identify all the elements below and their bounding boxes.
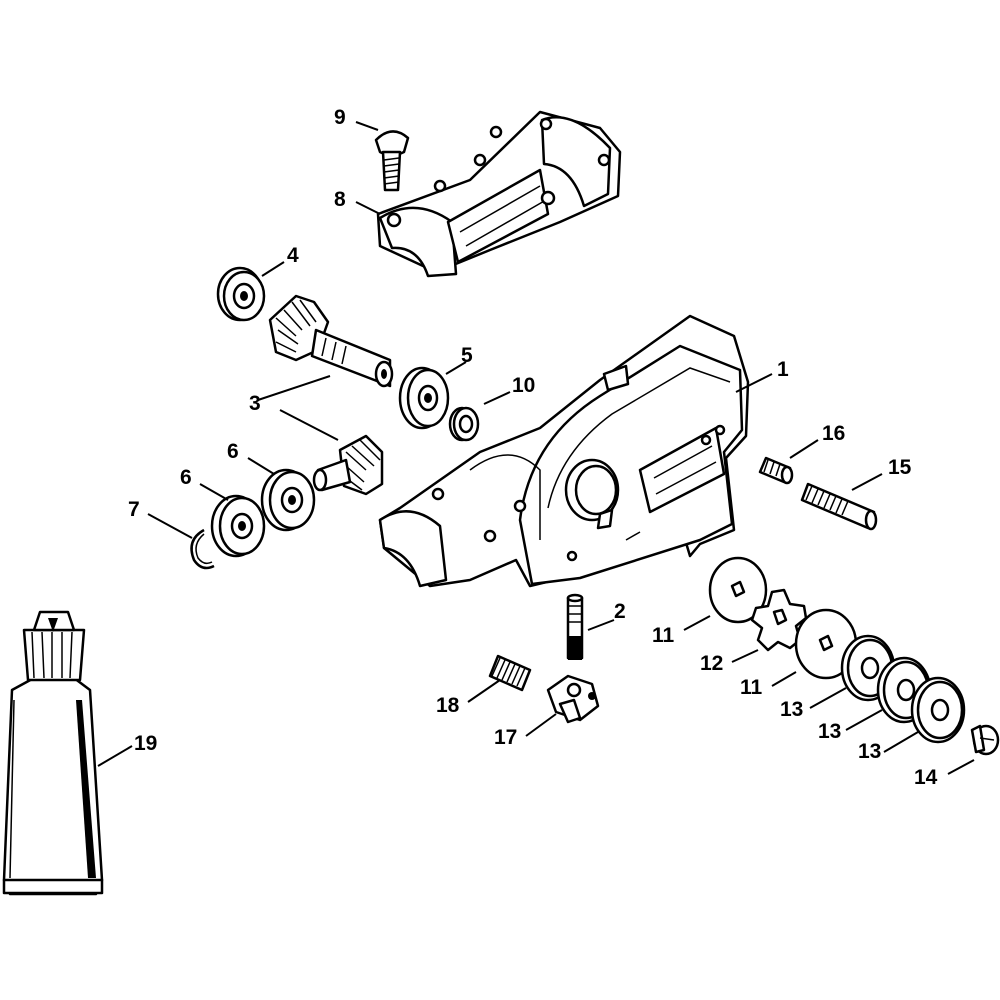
part-1-gear-housing	[378, 314, 750, 588]
part-5-bearing	[398, 366, 450, 430]
callouts: 9 8 4 5 10 3 1 16 15 6 6 7 2 11 12 11 13…	[128, 106, 938, 789]
part-12-sprocket	[750, 588, 808, 652]
part-10-sleeve	[448, 406, 480, 442]
leader-lines	[97, 121, 975, 775]
part-16-stud	[758, 456, 794, 485]
part-9-screw	[374, 130, 410, 192]
part-11-washer-a	[708, 556, 768, 624]
part-18-spring	[488, 654, 532, 692]
part-15-stud	[800, 482, 878, 531]
callout-11-upper: 11	[652, 624, 675, 647]
callout-8: 8	[334, 188, 346, 211]
part-4-bearing	[216, 266, 266, 322]
callout-1: 1	[777, 358, 789, 381]
part-2-adjusting-screw	[566, 593, 584, 660]
callout-15: 15	[888, 456, 912, 479]
part-6-bearing-b	[210, 494, 266, 558]
callout-17: 17	[494, 726, 517, 749]
callout-19: 19	[134, 732, 157, 755]
callout-2: 2	[614, 600, 626, 623]
callout-4: 4	[287, 244, 299, 267]
part-13-washer-c	[910, 676, 966, 744]
callout-14: 14	[914, 766, 938, 789]
part-17-tensioner-nut	[546, 674, 600, 724]
callout-10: 10	[512, 374, 535, 397]
callout-6-upper: 6	[227, 440, 239, 463]
part-8-cover	[376, 110, 622, 278]
part-19-grease-tube	[2, 610, 104, 896]
callout-5: 5	[461, 344, 473, 367]
part-7-circlip	[190, 528, 215, 570]
part-3-bevel-gear-lower	[312, 434, 384, 496]
part-14-screw	[970, 724, 1000, 756]
callout-9: 9	[334, 106, 346, 129]
callout-18: 18	[436, 694, 460, 717]
callout-16: 16	[822, 422, 845, 445]
callout-6-lower: 6	[180, 466, 192, 489]
part-6-bearing-a	[260, 468, 316, 532]
callout-13-first: 13	[780, 698, 803, 721]
callout-13-third: 13	[858, 740, 881, 763]
part-3-bevel-gear-upper	[268, 294, 394, 388]
callout-13-second: 13	[818, 720, 841, 743]
callout-12: 12	[700, 652, 723, 675]
callout-3: 3	[249, 392, 261, 415]
part-11-washer-b	[794, 608, 858, 680]
callout-7: 7	[128, 498, 140, 521]
callout-11-lower: 11	[740, 676, 763, 699]
